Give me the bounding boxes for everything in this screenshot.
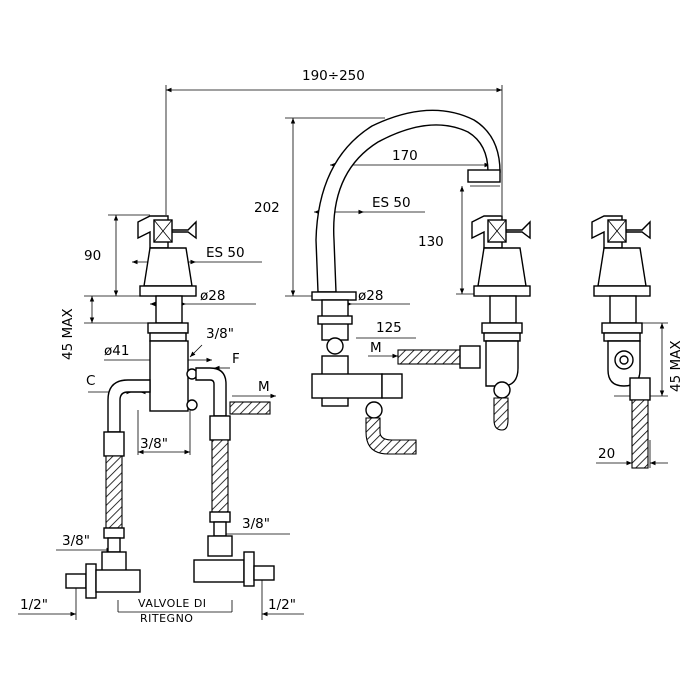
label-handle-thread: ES 50 xyxy=(206,245,245,261)
label-supply-left: 1/2" xyxy=(20,597,48,613)
label-hose-right: 3/8" xyxy=(242,516,270,532)
label-spout-diameter: ø28 xyxy=(358,288,383,304)
label-spout-shank: 125 xyxy=(376,320,402,336)
right-cross-handle-valve xyxy=(471,215,531,431)
label-letter-m-left: M xyxy=(258,379,270,395)
label-supply-right: 1/2" xyxy=(268,597,296,613)
label-letter-c: C xyxy=(86,373,95,389)
label-check-valves-line2: RITEGNO xyxy=(140,612,193,625)
label-body-diameter: ø41 xyxy=(104,343,129,359)
label-handle-height: 90 xyxy=(84,248,101,264)
label-hose-left: 3/8" xyxy=(62,533,90,549)
label-deck-left: 45 MAX xyxy=(60,308,76,360)
label-deck-right: 45 MAX xyxy=(668,340,684,392)
label-side-offset: 20 xyxy=(598,446,615,462)
label-inlet-bottom: 3/8" xyxy=(140,436,168,452)
dimension-labels: 190÷250 170 202 ES 50 ø28 130 90 ES 50 ø… xyxy=(20,68,684,625)
side-view-valve xyxy=(591,215,651,469)
left-cross-handle-valve xyxy=(65,215,275,599)
label-spout-reach: 170 xyxy=(392,148,418,164)
spout-assembly xyxy=(311,109,501,455)
label-valve-height: 130 xyxy=(418,234,444,250)
label-check-valves-line1: VALVOLE DI xyxy=(138,597,207,610)
label-spout-thread: ES 50 xyxy=(372,195,411,211)
label-spout-height: 202 xyxy=(254,200,280,216)
label-handle-diameter: ø28 xyxy=(200,288,225,304)
label-letter-m-mid: M xyxy=(370,340,382,356)
label-span-total: 190÷250 xyxy=(302,68,365,84)
label-inlet-top: 3/8" xyxy=(206,326,234,342)
label-letter-f: F xyxy=(232,351,240,367)
